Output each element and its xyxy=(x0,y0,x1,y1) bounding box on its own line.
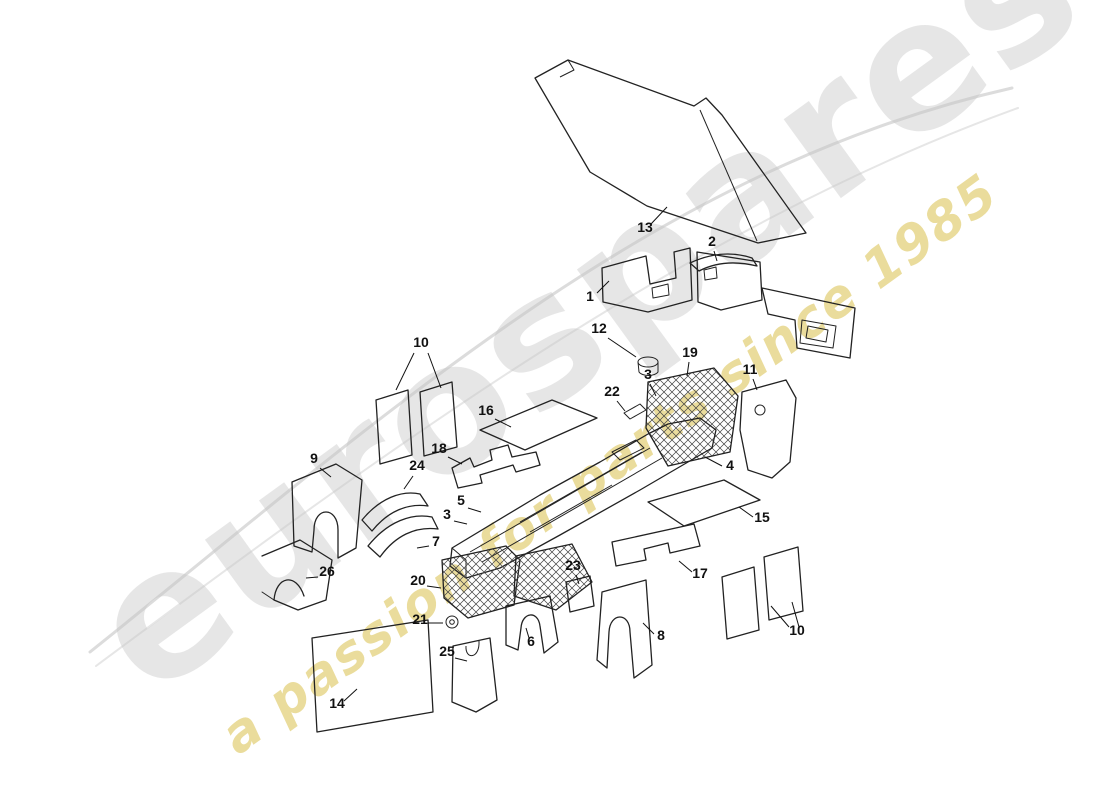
part-23-pad xyxy=(565,575,595,613)
part-label-9: 9 xyxy=(310,450,318,466)
part-label-20: 20 xyxy=(410,572,426,588)
leader-line-7 xyxy=(416,545,430,549)
part-18-bracket xyxy=(451,444,541,489)
part-21-grommet xyxy=(445,615,459,629)
leader-line-10 xyxy=(791,601,800,628)
leader-line-9 xyxy=(319,467,332,478)
part-label-16: 16 xyxy=(478,402,494,418)
background-swoosh xyxy=(88,86,1019,667)
leader-line-16 xyxy=(494,418,512,428)
part-16-mat xyxy=(479,399,598,451)
part-13-roof-panel xyxy=(534,59,807,244)
part-25-arch-panel xyxy=(451,637,498,713)
part-9-arch-panel xyxy=(291,463,363,559)
leader-line-6 xyxy=(525,627,530,639)
part-14-floor-mat xyxy=(311,619,434,733)
part-10-left-pads xyxy=(375,381,458,465)
leader-line-17 xyxy=(678,560,693,573)
leader-line-10 xyxy=(395,352,415,391)
part-10-right-pads xyxy=(721,546,804,640)
part-label-14: 14 xyxy=(329,695,345,711)
leader-line-3 xyxy=(649,383,657,397)
part-label-10: 10 xyxy=(789,622,805,638)
part-17-notched-panel xyxy=(611,523,701,567)
leader-line-5 xyxy=(467,507,482,513)
part-label-1: 1 xyxy=(586,288,594,304)
part-label-26: 26 xyxy=(319,563,335,579)
part-12-grommet xyxy=(637,356,659,376)
leader-line-23 xyxy=(575,574,580,585)
part-label-6: 6 xyxy=(527,633,535,649)
part-label-5: 5 xyxy=(457,492,465,508)
part-label-24: 24 xyxy=(409,457,425,473)
leader-line-26 xyxy=(305,576,319,579)
part-label-10: 10 xyxy=(413,334,429,350)
leader-line-11 xyxy=(752,378,758,391)
part-6-arch-panel xyxy=(505,595,559,654)
leader-line-10 xyxy=(427,352,442,389)
part-26-arch-panel xyxy=(261,539,333,611)
part-label-7: 7 xyxy=(432,533,440,549)
part-label-25: 25 xyxy=(439,643,455,659)
part-label-4: 4 xyxy=(726,457,734,473)
part-label-2: 2 xyxy=(708,233,716,249)
leader-line-14 xyxy=(343,688,358,702)
part-2-strip xyxy=(689,253,758,272)
part-label-22: 22 xyxy=(604,383,620,399)
leader-line-13 xyxy=(650,206,668,225)
part-label-12: 12 xyxy=(591,320,607,336)
part-label-13: 13 xyxy=(637,219,653,235)
part-11-side-panel xyxy=(739,379,797,479)
part-7-strip xyxy=(367,515,439,558)
part-label-3: 3 xyxy=(644,366,652,382)
part-label-19: 19 xyxy=(682,344,698,360)
leader-line-22 xyxy=(616,400,626,412)
leader-line-20 xyxy=(426,585,442,589)
leader-line-1 xyxy=(596,280,610,294)
part-8-arch-panel xyxy=(596,579,653,679)
leader-line-24 xyxy=(403,475,414,490)
leader-line-18 xyxy=(447,456,463,465)
leader-line-10 xyxy=(770,605,790,628)
leader-line-19 xyxy=(686,361,690,377)
leader-line-3 xyxy=(453,520,468,525)
part-label-8: 8 xyxy=(657,627,665,643)
part-19-hatched-panel xyxy=(645,367,739,467)
part-24-strip xyxy=(361,492,429,532)
part-label-18: 18 xyxy=(431,440,447,456)
leader-line-25 xyxy=(454,657,468,662)
leader-line-15 xyxy=(738,506,754,518)
part-label-17: 17 xyxy=(692,565,708,581)
part-22-slot xyxy=(623,403,647,420)
leader-line-8 xyxy=(642,622,655,635)
part-label-21: 21 xyxy=(412,611,428,627)
part-20-hatched-panels xyxy=(441,543,593,619)
part-shapes xyxy=(261,59,856,733)
part-label-11: 11 xyxy=(743,361,758,377)
part-label-23: 23 xyxy=(565,557,581,573)
part-1-bulkhead-panels xyxy=(601,247,856,359)
part-15-mat xyxy=(647,479,761,527)
watermark-brand: eurospares xyxy=(53,0,1100,734)
leader-line-4 xyxy=(704,456,723,467)
leader-line-12 xyxy=(607,337,637,358)
part-label-15: 15 xyxy=(754,509,770,525)
leader-line-2 xyxy=(713,250,718,262)
part-label-3: 3 xyxy=(443,506,451,522)
